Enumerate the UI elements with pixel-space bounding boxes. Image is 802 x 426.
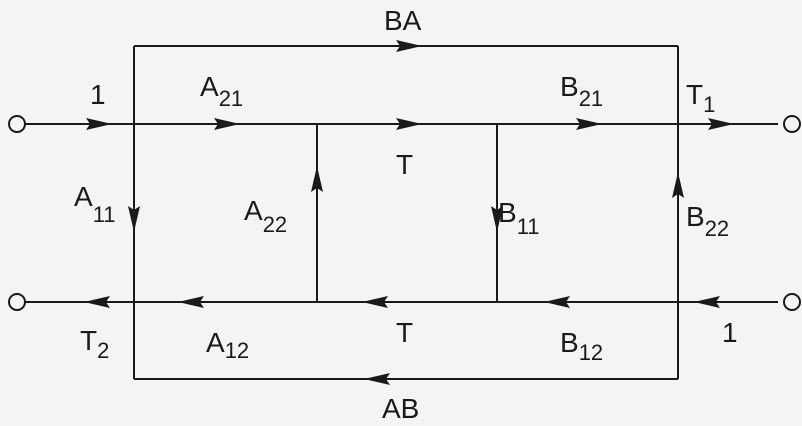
label-t2: T2 <box>80 325 109 363</box>
label-a12-main: A <box>206 327 225 358</box>
label-b21-sub: 21 <box>579 86 603 111</box>
labels: BA AB 1 1 T T T1 T2 A21 B21 A11 A22 B11 … <box>74 5 738 424</box>
label-a11-main: A <box>74 181 93 212</box>
label-a21: A21 <box>200 71 243 111</box>
arrows <box>84 40 734 385</box>
terminal-bottom-right <box>783 293 801 311</box>
terminals <box>8 115 801 311</box>
label-a12-sub: 12 <box>225 338 249 363</box>
label-ba: BA <box>384 5 422 36</box>
arrow-t1-right <box>708 118 734 130</box>
arrow-b12-left <box>544 296 570 308</box>
label-b22-main: B <box>686 201 705 232</box>
label-t1-main: T <box>686 79 703 110</box>
label-t1: T1 <box>686 79 715 117</box>
label-a11-sub: 11 <box>93 202 116 227</box>
label-b22-sub: 22 <box>705 216 729 241</box>
label-a21-sub: 21 <box>219 86 243 111</box>
label-1-out: 1 <box>722 317 738 348</box>
label-b12: B12 <box>560 327 603 365</box>
label-a12: A12 <box>206 327 249 363</box>
arrow-b11-down <box>491 206 503 232</box>
label-1-in: 1 <box>90 79 106 110</box>
label-b22: B22 <box>686 201 729 241</box>
terminal-bottom-left <box>8 293 26 311</box>
terminal-top-right <box>783 115 801 133</box>
label-a22-sub: 22 <box>263 212 287 237</box>
arrow-t-top-right <box>396 118 422 130</box>
arrow-t-bottom-left <box>362 296 388 308</box>
label-b11: B11 <box>498 197 540 239</box>
label-b11-sub: 11 <box>517 214 540 239</box>
arrow-a21-right <box>214 118 240 130</box>
terminal-top-left <box>8 115 26 133</box>
label-a22-main: A <box>244 195 263 226</box>
arrow-a11-down <box>128 206 140 232</box>
label-b12-main: B <box>560 327 579 358</box>
label-ab: AB <box>382 393 419 424</box>
arrow-ba-right <box>396 40 422 52</box>
label-t1-sub: 1 <box>703 92 715 117</box>
label-a11: A11 <box>74 181 116 227</box>
label-a22: A22 <box>244 195 287 237</box>
label-a21-main: A <box>200 71 219 102</box>
arrow-1-right <box>86 118 112 130</box>
arrow-a22-up <box>311 166 323 192</box>
label-b12-sub: 12 <box>579 340 603 365</box>
label-t2-sub: 2 <box>97 338 109 363</box>
arrow-b21-right <box>576 118 602 130</box>
label-t2-main: T <box>80 325 97 356</box>
arrow-ab-left <box>364 373 390 385</box>
label-b11-main: B <box>498 197 517 228</box>
label-t-top: T <box>396 149 413 180</box>
arrow-1-out-left <box>694 296 720 308</box>
label-b21: B21 <box>560 71 603 111</box>
arrow-t2-left <box>84 296 110 308</box>
arrow-b22-up <box>672 172 684 198</box>
arrow-a12-left <box>178 296 204 308</box>
label-b21-main: B <box>560 71 579 102</box>
label-t-bottom: T <box>396 317 413 348</box>
